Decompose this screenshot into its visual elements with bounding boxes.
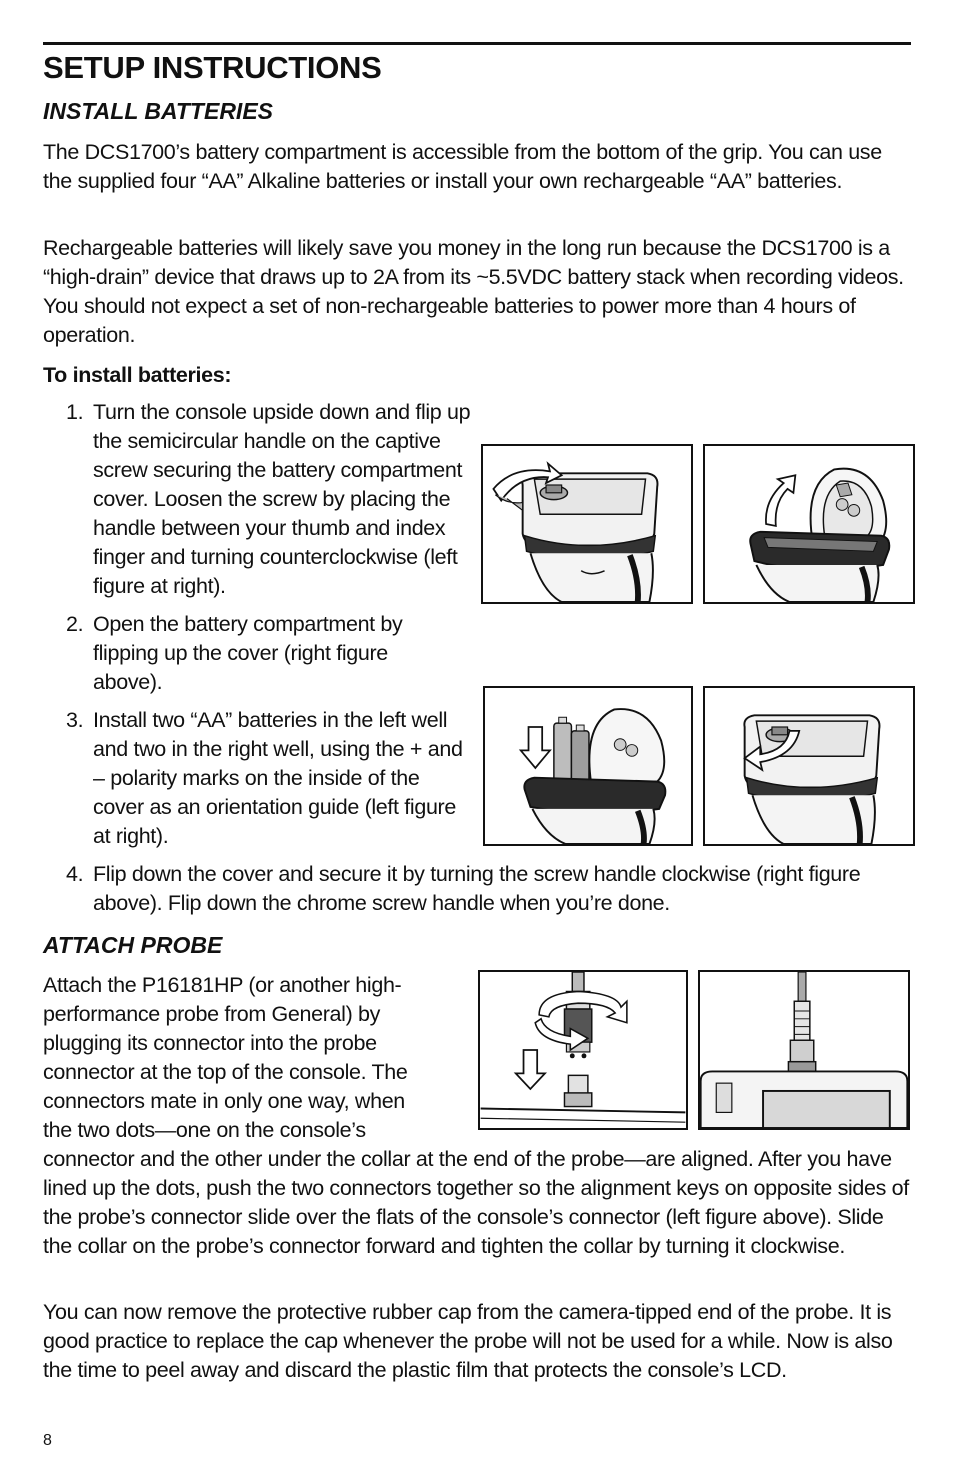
probe-line-6: the two dots—one on the console’s bbox=[43, 1118, 366, 1142]
step-2-number: 2. bbox=[66, 612, 84, 636]
step-2: 2. Open the battery compartment by flipp… bbox=[66, 610, 446, 697]
probe-line-5: connectors mate in only one way, when bbox=[43, 1089, 405, 1113]
page-number: 8 bbox=[43, 1432, 52, 1449]
figure-loosen-screw bbox=[481, 444, 693, 604]
figure-probe-attached bbox=[698, 970, 910, 1130]
step-1: 1. Turn the console upside down and flip… bbox=[66, 398, 474, 601]
step-4-number: 4. bbox=[66, 862, 84, 886]
figure-open-cover bbox=[703, 444, 915, 604]
grip-tighten-illustration bbox=[743, 714, 881, 844]
install-paragraph-2: Rechargeable batteries will likely save … bbox=[43, 236, 904, 347]
step-3: 3. Install two “AA” batteries in the lef… bbox=[66, 706, 466, 851]
install-paragraph-1: The DCS1700’s battery compartment is acc… bbox=[43, 140, 882, 193]
probe-line-4: connector at the top of the console. The bbox=[43, 1060, 408, 1084]
step-1-text: Turn the console upside down and flip up… bbox=[93, 400, 471, 598]
step-4-text: Flip down the cover and secure it by tur… bbox=[93, 862, 861, 915]
probe-line-3: plugging its connector into the probe bbox=[43, 1031, 377, 1055]
figure-connect-probe bbox=[478, 970, 688, 1130]
probe-line-1: Attach the P16181HP (or another high- bbox=[43, 973, 402, 997]
probe-attached-illustration bbox=[700, 972, 908, 1128]
probe-line-2: performance probe from General) by bbox=[43, 1002, 381, 1026]
step-3-text: Install two “AA” batteries in the left w… bbox=[93, 708, 463, 848]
step-3-number: 3. bbox=[66, 708, 84, 732]
step-1-number: 1. bbox=[66, 400, 84, 424]
probe-paragraph-1-rest: connector and the other under the collar… bbox=[43, 1147, 909, 1258]
grip-open-cover-illustration bbox=[749, 467, 891, 602]
probe-paragraph-2: You can now remove the protective rubber… bbox=[43, 1300, 893, 1382]
install-batteries-heading: INSTALL BATTERIES bbox=[43, 98, 273, 124]
figure-tighten-screw bbox=[703, 686, 915, 846]
probe-connect-illustration bbox=[480, 972, 686, 1123]
step-2-text: Open the battery compartment by flipping… bbox=[93, 612, 403, 694]
top-rule bbox=[43, 42, 911, 45]
figure-insert-batteries bbox=[483, 686, 693, 846]
probe-paragraph-1-lead: Attach the P16181HP (or another high- pe… bbox=[43, 971, 463, 1145]
install-subheading: To install batteries: bbox=[43, 363, 232, 387]
page-title: SETUP INSTRUCTIONS bbox=[43, 50, 382, 85]
grip-loosen-illustration bbox=[492, 461, 659, 602]
step-4: 4. Flip down the cover and secure it by … bbox=[66, 860, 911, 918]
attach-probe-heading: ATTACH PROBE bbox=[43, 932, 223, 958]
batteries-insert-illustration bbox=[518, 708, 667, 844]
